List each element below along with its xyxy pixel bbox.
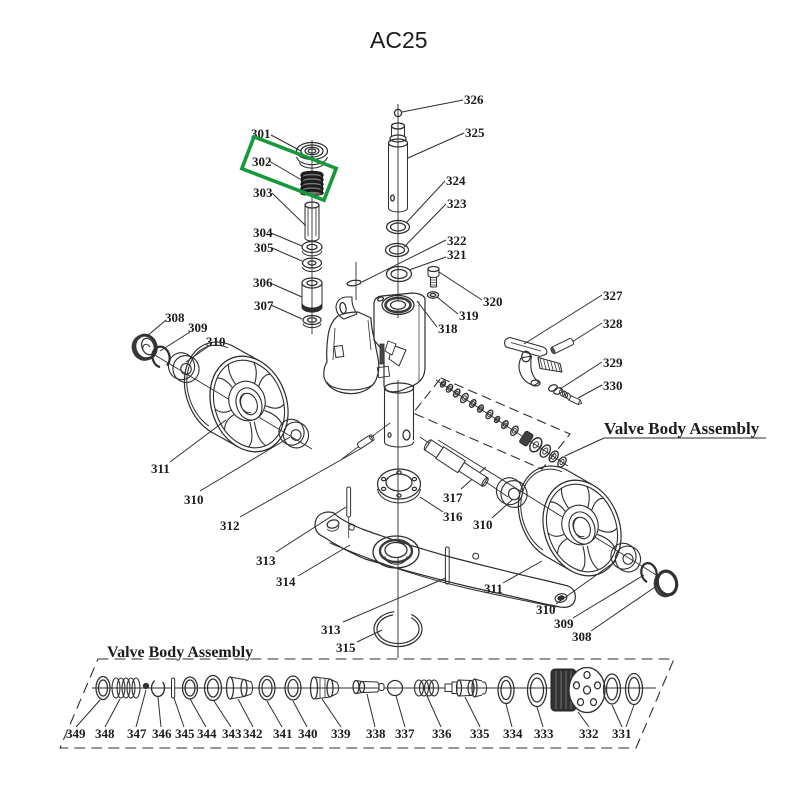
svg-text:343: 343 [222, 726, 242, 741]
svg-text:332: 332 [579, 726, 599, 741]
svg-text:333: 333 [534, 726, 554, 741]
svg-text:315: 315 [336, 640, 356, 655]
svg-text:334: 334 [503, 726, 523, 741]
svg-text:323: 323 [447, 196, 467, 211]
svg-text:309: 309 [188, 320, 208, 335]
svg-text:303: 303 [253, 185, 273, 200]
svg-text:346: 346 [152, 726, 172, 741]
svg-text:312: 312 [220, 518, 240, 533]
svg-text:308: 308 [165, 310, 185, 325]
svg-text:317: 317 [443, 490, 463, 505]
svg-text:331: 331 [612, 726, 632, 741]
svg-text:302: 302 [252, 154, 272, 169]
svg-text:349: 349 [66, 726, 86, 741]
svg-text:344: 344 [197, 726, 217, 741]
svg-text:345: 345 [175, 726, 195, 741]
svg-text:329: 329 [603, 355, 623, 370]
svg-text:339: 339 [331, 726, 351, 741]
svg-text:AC25: AC25 [370, 27, 428, 53]
svg-text:310: 310 [473, 517, 493, 532]
svg-text:348: 348 [95, 726, 115, 741]
svg-text:342: 342 [243, 726, 263, 741]
svg-text:309: 309 [554, 616, 574, 631]
svg-text:324: 324 [446, 173, 466, 188]
svg-text:320: 320 [483, 294, 503, 309]
svg-text:306: 306 [253, 275, 273, 290]
svg-text:326: 326 [464, 92, 484, 107]
svg-text:318: 318 [438, 321, 458, 336]
svg-text:313: 313 [256, 553, 276, 568]
svg-text:327: 327 [603, 288, 623, 303]
svg-text:311: 311 [151, 461, 170, 476]
svg-text:308: 308 [572, 629, 592, 644]
svg-text:340: 340 [298, 726, 318, 741]
svg-text:330: 330 [603, 378, 623, 393]
svg-text:304: 304 [253, 225, 273, 240]
svg-text:336: 336 [432, 726, 452, 741]
svg-text:305: 305 [254, 240, 274, 255]
svg-text:328: 328 [603, 316, 623, 331]
svg-text:338: 338 [366, 726, 386, 741]
svg-text:319: 319 [459, 308, 479, 323]
svg-text:322: 322 [447, 233, 467, 248]
svg-text:307: 307 [254, 298, 274, 313]
svg-text:321: 321 [447, 247, 467, 262]
svg-text:325: 325 [465, 125, 485, 140]
svg-text:341: 341 [273, 726, 293, 741]
svg-text:347: 347 [127, 726, 147, 741]
svg-text:335: 335 [470, 726, 490, 741]
svg-text:314: 314 [276, 574, 296, 589]
svg-text:313: 313 [321, 622, 341, 637]
svg-text:Valve Body Assembly: Valve Body Assembly [604, 419, 760, 438]
svg-text:316: 316 [443, 509, 463, 524]
svg-text:337: 337 [395, 726, 415, 741]
svg-text:310: 310 [184, 492, 204, 507]
svg-text:Valve Body Assembly: Valve Body Assembly [107, 644, 253, 661]
